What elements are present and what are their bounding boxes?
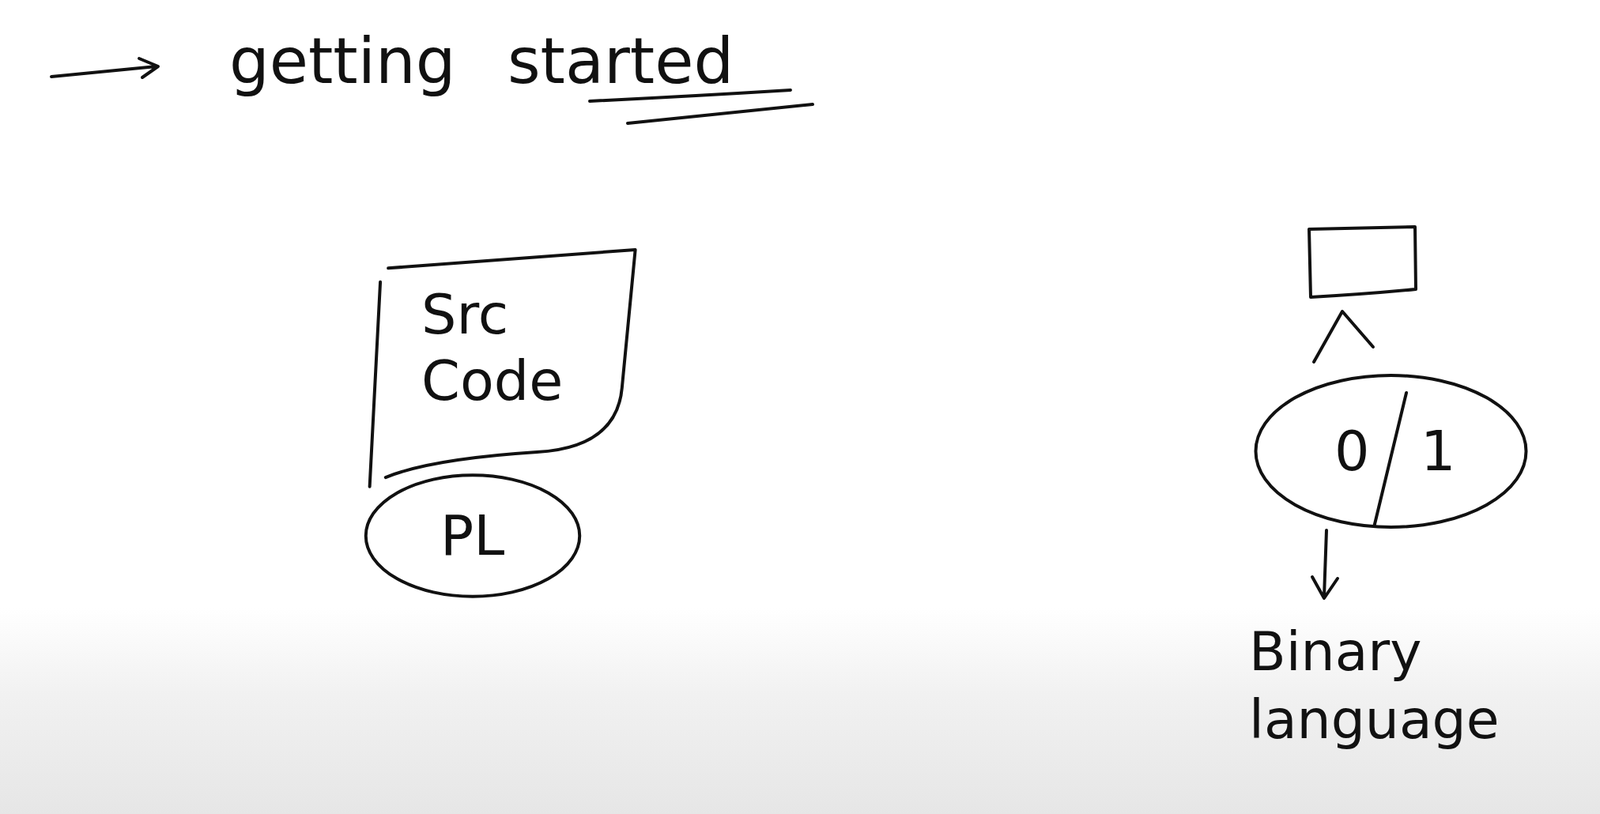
node-text: PL bbox=[440, 502, 505, 570]
ellipse-outline bbox=[366, 475, 580, 597]
caret-symbol bbox=[1313, 311, 1374, 363]
title-arrow bbox=[51, 58, 159, 78]
node-text: Src Code bbox=[421, 281, 623, 415]
node-text: 1 bbox=[1420, 418, 1457, 485]
box-outline bbox=[385, 249, 636, 478]
node-outline bbox=[1252, 372, 1529, 531]
screen-box bbox=[1309, 226, 1416, 298]
node-text: 0 bbox=[1334, 418, 1370, 485]
divider-line bbox=[1374, 392, 1407, 526]
down-arrow bbox=[1312, 530, 1338, 599]
diagram-title: getting started bbox=[229, 23, 734, 100]
source-box: Src Code bbox=[372, 249, 638, 480]
ellipse-node: PL bbox=[363, 472, 582, 600]
note-label: Binary language bbox=[1249, 618, 1566, 755]
ellipse-outline bbox=[1255, 375, 1526, 528]
box-edge bbox=[369, 282, 381, 487]
split-ellipse: 01 bbox=[1252, 372, 1529, 531]
underline bbox=[627, 104, 813, 124]
